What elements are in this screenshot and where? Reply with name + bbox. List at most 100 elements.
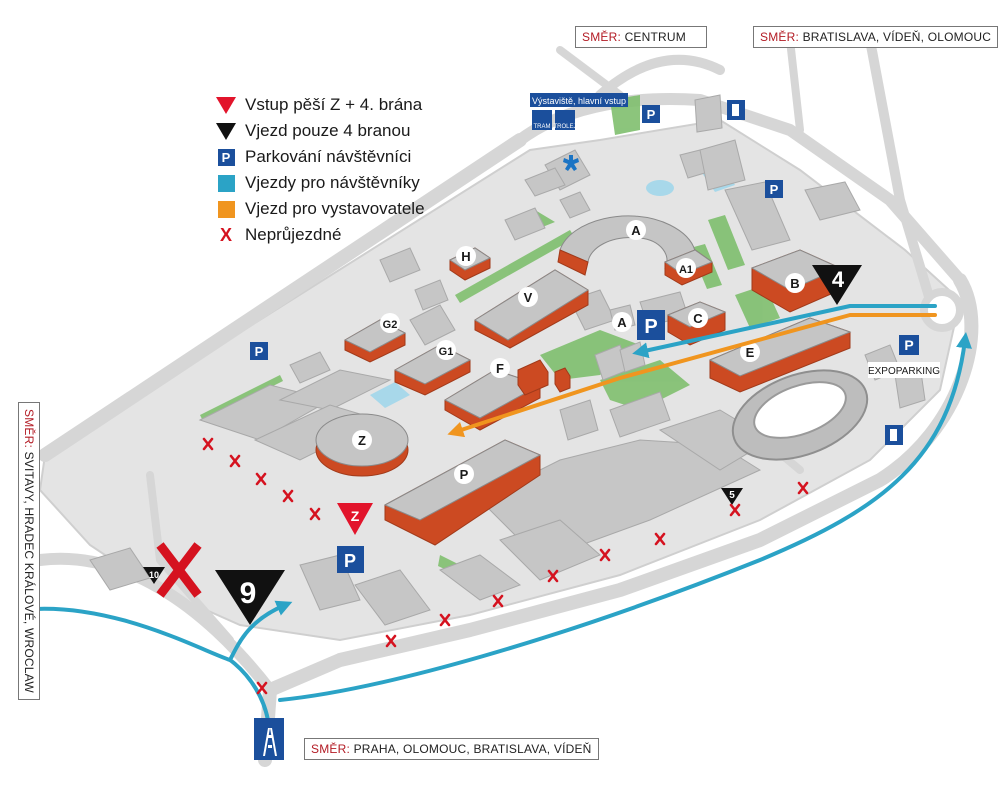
hall-letter: A xyxy=(631,223,641,238)
motorway-icon xyxy=(254,718,284,760)
transit-stop-label: Výstaviště, hlavní vstup xyxy=(532,96,626,106)
hall-letter: A xyxy=(617,315,627,330)
hall-letter: P xyxy=(460,467,469,482)
x-mark-icon xyxy=(492,594,504,608)
direction-prefix: SMĚR: xyxy=(582,30,622,44)
svg-text:P: P xyxy=(770,182,779,197)
hall-a-label: A xyxy=(626,220,646,240)
svg-text:EXPOPARKING: EXPOPARKING xyxy=(868,366,940,377)
svg-text:Z: Z xyxy=(351,508,360,524)
legend-label: Vjezdy pro návštěvníky xyxy=(245,173,420,192)
x-mark-icon xyxy=(439,613,451,627)
legend-label: Vjezd pro vystavovatele xyxy=(245,199,425,218)
x-mark-icon xyxy=(729,503,741,517)
direction-label: CENTRUM xyxy=(624,30,686,44)
direction-bratislava: SMĚR: BRATISLAVA, VÍDEŇ, OLOMOUC xyxy=(753,26,999,48)
legend-label: Vjezd pouze 4 branou xyxy=(245,121,411,140)
roundabout xyxy=(920,288,964,332)
black-triangle-icon xyxy=(215,120,237,142)
hall-f-label: F xyxy=(490,358,510,378)
direction-prefix: SMĚR: xyxy=(311,742,351,756)
parking-icon: P xyxy=(765,180,783,198)
direction-prefix: SMĚR: xyxy=(760,30,800,44)
parking-icon: P xyxy=(642,105,660,123)
svg-text:4: 4 xyxy=(832,267,845,292)
pool xyxy=(370,382,410,408)
parking-icon: P xyxy=(899,335,919,355)
svg-text:5: 5 xyxy=(729,490,735,501)
x-mark-icon xyxy=(385,634,397,648)
parking-icon: P xyxy=(337,546,364,573)
svg-text:P: P xyxy=(255,344,264,359)
closed-x-large-icon xyxy=(156,542,202,598)
hall-letter: H xyxy=(461,249,470,264)
svg-text:TROLEJ: TROLEJ xyxy=(553,124,576,130)
hall-a1-label: A1 xyxy=(676,258,696,278)
direction-label: SVITAVY, HRADEC KRÁLOVÉ, WROCLAW xyxy=(22,451,36,693)
svg-text:TRAM: TRAM xyxy=(534,124,551,130)
pond xyxy=(646,180,674,196)
svg-text:P: P xyxy=(647,107,656,122)
legend-label: Neprůjezdné xyxy=(245,225,342,244)
parking-icon: P xyxy=(215,146,237,168)
tram-icon: TRAM xyxy=(532,110,552,130)
legend-item-exhibitor-route: Vjezd pro vystavovatele xyxy=(215,196,425,222)
hall-e-label: E xyxy=(740,342,760,362)
hall-g1-label: G1 xyxy=(436,340,456,360)
hall-c-label: C xyxy=(688,308,708,328)
hall-letter: B xyxy=(790,276,799,291)
x-mark-icon xyxy=(256,681,268,695)
parking-icon: P xyxy=(250,342,268,360)
x-mark-icon xyxy=(654,532,666,546)
direction-label: BRATISLAVA, VÍDEŇ, OLOMOUC xyxy=(802,30,992,44)
legend-item-no-passage: X Neprůjezdné xyxy=(215,222,425,248)
hall-letter: C xyxy=(693,311,703,326)
hall-b-label: B xyxy=(785,273,805,293)
hall-v-label: V xyxy=(518,287,538,307)
direction-label: PRAHA, OLOMOUC, BRATISLAVA, VÍDEŇ xyxy=(353,742,592,756)
hall-h-label: H xyxy=(456,246,476,266)
visitor-route-motorway xyxy=(228,658,270,722)
gate-5: 5 xyxy=(721,488,743,505)
direction-praha: SMĚR: PRAHA, OLOMOUC, BRATISLAVA, VÍDEŇ xyxy=(304,738,599,760)
legend-label: Vstup pěší Z + 4. brána xyxy=(245,95,423,114)
hall-p-label: P xyxy=(454,464,474,484)
visitor-route-south xyxy=(278,332,972,702)
red-triangle-icon xyxy=(215,94,237,116)
gate-10: 10 xyxy=(143,567,165,584)
fuel-icon xyxy=(885,425,903,445)
trolleybus-icon: TROLEJ xyxy=(553,110,577,130)
x-mark-icon xyxy=(309,507,321,521)
hall-letter: F xyxy=(496,361,504,376)
x-mark-icon xyxy=(229,454,241,468)
stadium xyxy=(731,369,869,461)
legend: Vstup pěší Z + 4. brána Vjezd pouze 4 br… xyxy=(215,92,425,248)
hall-letter: E xyxy=(746,345,755,360)
hall-a-small-label: A xyxy=(612,312,632,332)
x-mark-icon xyxy=(797,481,809,495)
exhibitor-route xyxy=(447,313,937,438)
parking-signs: P P P P P P xyxy=(250,105,919,573)
svg-text:P: P xyxy=(904,337,913,353)
no-passage-marks xyxy=(202,437,809,695)
hall-letter: G1 xyxy=(439,346,454,358)
medical-star-icon xyxy=(563,155,579,171)
x-mark-icon xyxy=(202,437,214,451)
legend-item-parking: P Parkování návštěvníci xyxy=(215,144,425,170)
expoparking-label: EXPOPARKING xyxy=(868,362,940,378)
svg-text:9: 9 xyxy=(240,577,257,610)
hall-letter: Z xyxy=(358,433,366,448)
hall-letter: G2 xyxy=(383,319,398,331)
svg-text:P: P xyxy=(644,316,657,338)
x-mark-icon xyxy=(282,489,294,503)
hall-letter: V xyxy=(524,290,533,305)
legend-label: Parkování návštěvníci xyxy=(245,147,412,166)
orange-square-icon xyxy=(215,198,237,220)
hall-z-label: Z xyxy=(352,430,372,450)
gate-9: 9 xyxy=(215,570,285,625)
parking-icon: P xyxy=(637,310,665,340)
x-mark-icon xyxy=(547,569,559,583)
gate-z: Z xyxy=(337,503,373,535)
legend-item-visitor-routes: Vjezdy pro návštěvníky xyxy=(215,170,425,196)
